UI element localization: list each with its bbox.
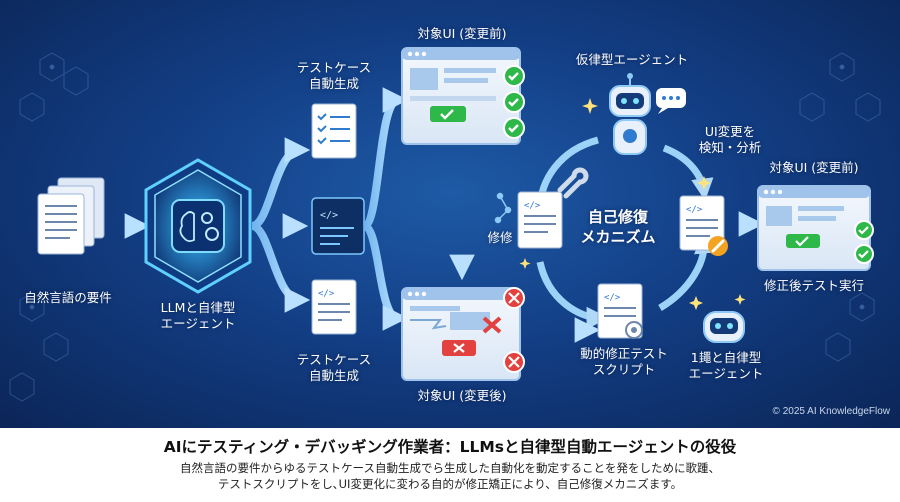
- label-testcase-bottom-line1: テストケース: [296, 352, 372, 367]
- code-icon: </>: [311, 197, 365, 255]
- diagram-canvas: </> </>: [0, 0, 900, 428]
- label-post-fix: 修正後テスト実行: [763, 278, 865, 293]
- label-ui-before-right: 対象UI (変更前): [769, 160, 859, 175]
- label-self-repair-line2: メカニズム: [580, 228, 656, 246]
- label-detect-line2: 検知・分析: [698, 140, 762, 155]
- label-ui-before: 対象UI (変更前): [417, 26, 507, 41]
- label-dynamic-line2: スクリプト: [592, 362, 656, 377]
- sparkle-icon: [519, 98, 746, 310]
- svg-text:</>: </>: [320, 210, 338, 221]
- robot-icon: [609, 73, 651, 155]
- label-llm-line1: LLMと自律型: [160, 300, 236, 315]
- label-self-repair-line1: 自己修復: [587, 208, 649, 226]
- wrench-icon: [557, 167, 589, 199]
- label-agent-right-line2: エージェント: [688, 366, 764, 381]
- svg-text:</>: </>: [686, 205, 703, 215]
- check-icon: [503, 65, 525, 139]
- check-icon-right: [854, 220, 874, 264]
- label-testcase-top-line2: 自動生成: [308, 76, 360, 91]
- diagram-graphics: </> </>: [9, 47, 881, 402]
- browser-window-icon-right: [757, 185, 871, 271]
- arrows-llm-branches: [250, 137, 311, 313]
- svg-text:</>: </>: [524, 201, 541, 211]
- label-requirements: 自然言語の要件: [24, 290, 112, 305]
- chat-bubble-icon: [656, 88, 686, 114]
- document-stack-icon: [37, 177, 105, 255]
- script-document-icon: </>: [597, 283, 643, 339]
- browser-window-icon-after: [401, 287, 521, 381]
- caption-footer: AIにテスティング・デバッギング作業者：LLMsと自律型自動エージェントの役役 …: [0, 428, 900, 502]
- hex-network-decoration: [9, 52, 881, 402]
- label-agent-right-line1: 1䵷と自律型: [690, 350, 762, 365]
- label-testcase-top-line1: テストケース: [296, 60, 372, 75]
- label-llm-line2: エージェント: [160, 316, 236, 331]
- document-icon-repair: </>: [517, 191, 563, 249]
- label-repair: 修修: [487, 230, 513, 245]
- copyright-text: © 2025 AI KnowledgeFlow: [772, 406, 890, 417]
- label-detect-line1: UI変更を: [704, 124, 756, 139]
- caption-desc-line2: テストスクリプトをし､UI変更化に変わる自的が修正矯正により、自己修復メカニズま…: [217, 477, 683, 491]
- brain-chip-icon: [144, 158, 252, 294]
- label-ui-after: 対象UI (変更後): [417, 388, 507, 403]
- label-dynamic-line1: 動的修正テスト: [580, 346, 668, 361]
- arrows-to-ui: [361, 87, 601, 343]
- code-document-icon-right: </>: [679, 195, 728, 256]
- error-icon: [503, 287, 525, 373]
- label-virtual-agent: 仮律型エージェント: [575, 52, 689, 67]
- checklist-icon: [311, 103, 357, 159]
- document-icon-bottom: </>: [311, 279, 357, 335]
- svg-text:</>: </>: [318, 289, 335, 299]
- svg-text:</>: </>: [604, 293, 621, 303]
- caption-desc-line1: 自然言語の要件からゆるテストケース自動生成でら生成した自動化を動定することを発を…: [180, 461, 720, 475]
- browser-window-icon-before: [401, 47, 521, 145]
- robot-icon-bottom: [703, 311, 745, 343]
- label-testcase-bottom-line2: 自動生成: [308, 368, 360, 383]
- node-graph-icon: [494, 192, 512, 224]
- caption-title: AIにテスティング・デバッギング作業者：LLMsと自律型自動エージェントの役役: [163, 438, 737, 456]
